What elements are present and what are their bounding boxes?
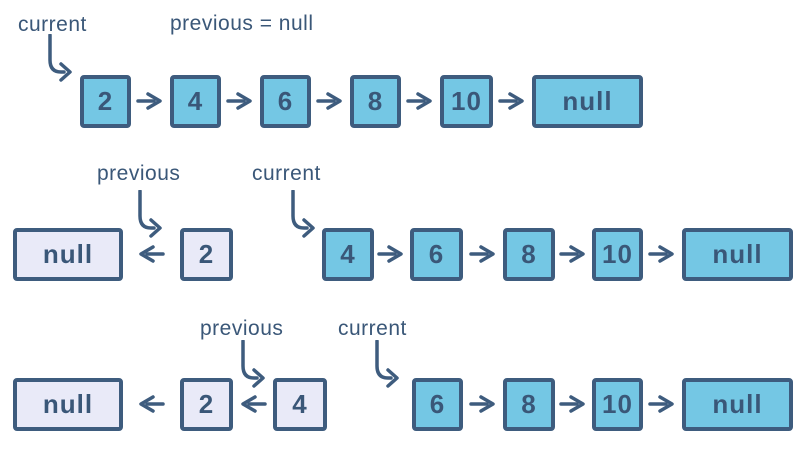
- current-pointer-label: current: [338, 317, 407, 340]
- node-4: 4: [322, 228, 374, 281]
- next-arrow-icon: [377, 245, 403, 263]
- previous-pointer-elbow-arrow-icon: [241, 340, 265, 388]
- next-arrow-icon: [648, 395, 674, 413]
- previous-pointer-elbow-arrow-icon: [138, 190, 162, 238]
- current-pointer-elbow-arrow-icon: [375, 340, 399, 388]
- node-null: null: [13, 378, 123, 431]
- current-pointer-label: current: [252, 162, 321, 185]
- next-arrow-icon: [498, 92, 524, 110]
- current-pointer-elbow-arrow-icon: [291, 190, 315, 238]
- next-arrow-icon: [648, 245, 674, 263]
- node-8: 8: [350, 75, 401, 128]
- next-arrow-icon: [469, 395, 495, 413]
- node-8: 8: [503, 228, 555, 281]
- node-10: 10: [592, 228, 643, 281]
- next-arrow-icon: [559, 245, 585, 263]
- previous-pointer-label: previous: [97, 162, 181, 185]
- node-6: 6: [410, 228, 463, 281]
- node-6: 6: [412, 378, 463, 431]
- node-2: 2: [180, 378, 233, 431]
- next-arrow-icon: [136, 92, 162, 110]
- reversed-arrow-icon: [139, 395, 165, 413]
- next-arrow-icon: [226, 92, 252, 110]
- node-null: null: [682, 378, 793, 431]
- node-null: null: [682, 228, 793, 281]
- next-arrow-icon: [469, 245, 495, 263]
- node-2: 2: [180, 228, 233, 281]
- previous-null-label: previous = null: [170, 12, 314, 35]
- node-2: 2: [80, 75, 131, 128]
- node-8: 8: [503, 378, 555, 431]
- node-null: null: [13, 228, 123, 281]
- node-null: null: [532, 75, 643, 128]
- next-arrow-icon: [559, 395, 585, 413]
- next-arrow-icon: [406, 92, 432, 110]
- node-10: 10: [592, 378, 643, 431]
- node-10: 10: [440, 75, 493, 128]
- node-6: 6: [260, 75, 311, 128]
- node-4: 4: [273, 378, 327, 431]
- current-pointer-elbow-arrow-icon: [48, 34, 72, 82]
- next-arrow-icon: [316, 92, 342, 110]
- current-pointer-label: current: [18, 13, 87, 36]
- previous-pointer-label: previous: [200, 317, 284, 340]
- reversed-arrow-icon: [139, 245, 165, 263]
- node-4: 4: [170, 75, 221, 128]
- reversed-arrow-icon: [241, 395, 267, 413]
